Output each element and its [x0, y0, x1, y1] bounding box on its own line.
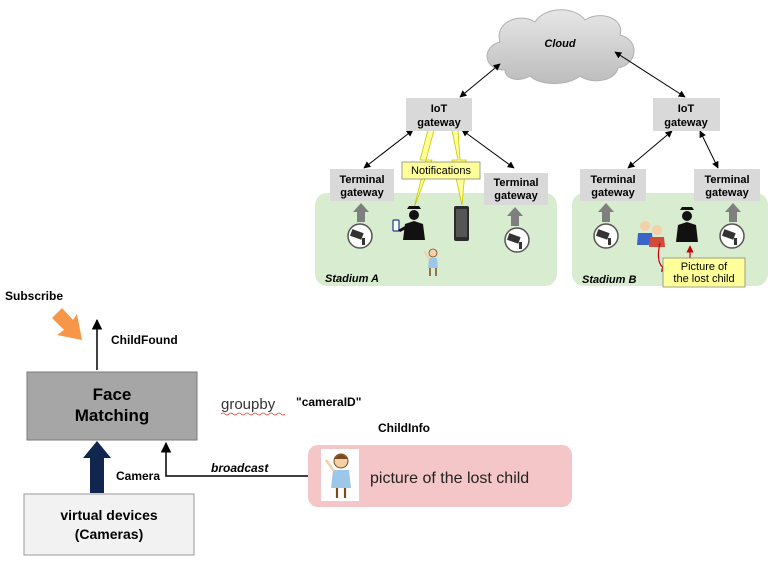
security-guard-icon	[392, 206, 425, 240]
child-info-text: picture of the lost child	[370, 470, 529, 487]
terminal-gateway-b1: Terminal gateway	[580, 169, 646, 201]
svg-text:IoT: IoT	[678, 103, 695, 115]
lost-child-picture-callout: Picture of the lost child	[662, 257, 746, 288]
iot-gateway-a: IoT gateway	[406, 98, 472, 131]
subscribe-arrow	[52, 308, 82, 340]
groupby-label: groupby	[221, 396, 276, 413]
camera-icon	[504, 227, 530, 253]
camera-icon	[347, 223, 373, 249]
svg-text:Terminal: Terminal	[339, 174, 384, 186]
child-info-entity: picture of the lost child	[308, 445, 572, 507]
svg-text:(Cameras): (Cameras)	[75, 526, 143, 542]
iot-gateway-b: IoT gateway	[653, 98, 720, 131]
notifications-callout: Notifications	[401, 161, 481, 180]
svg-text:Terminal: Terminal	[590, 174, 635, 186]
camera-uplink-arrows	[353, 203, 741, 226]
svg-text:gateway: gateway	[705, 187, 749, 199]
stadium-a-area	[315, 193, 557, 286]
iot-b-to-terminal-2-link	[699, 130, 719, 169]
lost-child-icon	[324, 453, 351, 498]
cloud: Cloud	[486, 9, 635, 84]
iot-b-to-terminal-1-link	[627, 130, 673, 169]
svg-text:Terminal: Terminal	[493, 177, 538, 189]
spellcheck-underline	[220, 412, 286, 416]
broadcast-label: broadcast	[211, 461, 269, 475]
subscribe-label: Subscribe	[5, 289, 63, 303]
cloud-to-iot-b-link	[614, 51, 686, 98]
smartphone-icon	[454, 206, 469, 241]
security-guard-icon	[676, 207, 698, 242]
camera-icon	[593, 223, 619, 249]
svg-text:gateway: gateway	[591, 187, 635, 199]
svg-text:Face: Face	[93, 385, 132, 404]
broadcast-arrow	[160, 441, 308, 477]
parents-icon	[637, 221, 665, 247]
camera-id-label: "cameraID"	[296, 395, 361, 409]
svg-text:gateway: gateway	[417, 117, 461, 129]
cloud-label: Cloud	[544, 38, 575, 50]
svg-text:Picture of: Picture of	[681, 261, 728, 273]
stadium-b-label: Stadium B	[582, 274, 636, 286]
terminal-gateway-b2: Terminal gateway	[694, 169, 760, 201]
terminal-gateway-a2: Terminal gateway	[484, 173, 548, 205]
cloud-to-iot-a-link	[459, 63, 501, 98]
camera-label: Camera	[116, 469, 160, 483]
svg-text:Notifications: Notifications	[411, 165, 471, 177]
camera-input-arrow	[83, 441, 111, 493]
virtual-devices-box: virtual devices (Cameras)	[23, 493, 195, 556]
svg-text:gateway: gateway	[494, 190, 538, 202]
child-found-label: ChildFound	[111, 333, 178, 347]
child-info-label: ChildInfo	[378, 421, 430, 435]
stadium-a-label: Stadium A	[325, 273, 379, 285]
svg-text:gateway: gateway	[664, 117, 708, 129]
lost-child-icon	[423, 248, 438, 276]
svg-text:Matching: Matching	[75, 406, 150, 425]
iot-a-to-terminal-2-link	[461, 129, 515, 169]
svg-text:Terminal: Terminal	[704, 174, 749, 186]
camera-icon	[719, 223, 745, 249]
svg-text:virtual devices: virtual devices	[60, 507, 157, 523]
svg-text:gateway: gateway	[340, 187, 384, 199]
svg-text:the lost child: the lost child	[673, 273, 734, 285]
face-matching-operator: Face Matching	[26, 371, 198, 441]
svg-text:IoT: IoT	[431, 103, 448, 115]
iot-a-to-terminal-1-link	[363, 129, 414, 169]
terminal-gateway-a1: Terminal gateway	[330, 169, 394, 201]
